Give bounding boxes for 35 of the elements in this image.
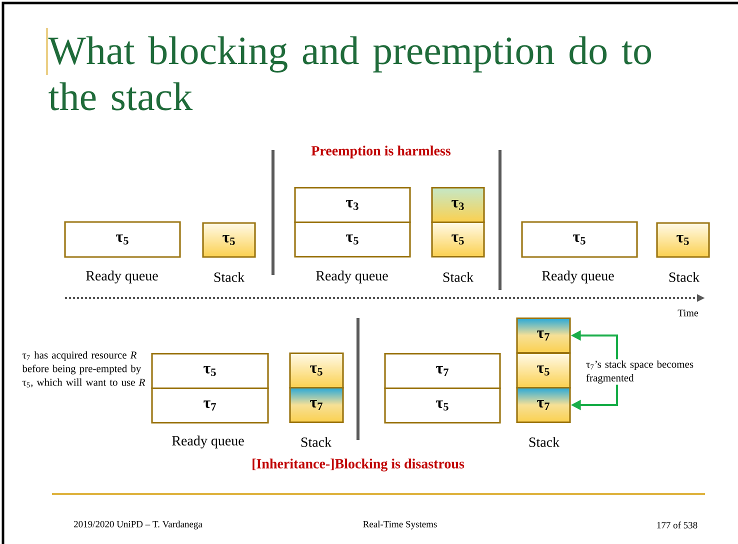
stack-frame: τ$_{5}$ bbox=[202, 222, 256, 258]
queue-slot: τ$_{5}$ bbox=[151, 352, 269, 390]
queue-slot: τ$_{5}$ bbox=[521, 221, 638, 258]
section-heading: Preemption is harmless bbox=[311, 146, 451, 158]
queue-slot: τ$_{7}$ bbox=[151, 387, 269, 424]
note-text: τ$_{7}$ has acquired resource R before being pre-empted by τ$_{5}$, which will want to use R bbox=[22, 351, 146, 388]
stack-frame: τ$_{5}$ bbox=[516, 352, 571, 389]
caption-text: Ready queue bbox=[542, 270, 614, 284]
caption-text: Ready queue bbox=[86, 270, 158, 284]
caption-text: Stack bbox=[669, 272, 700, 282]
stack-frame: τ$_{7}$ bbox=[516, 317, 571, 354]
caption-text: Stack bbox=[301, 437, 332, 447]
caption-text: Ready queue bbox=[172, 436, 244, 448]
queue-slot: τ$_{5}$ bbox=[384, 387, 501, 424]
footer-text: Real-Time Systems bbox=[363, 520, 437, 530]
annotation-text: τ$_{7}$’s stack space becomes fragmented bbox=[586, 360, 694, 384]
stack-frame: τ$_{7}$ bbox=[516, 386, 571, 424]
title: What blocking and preemption do to the stack bbox=[48, 36, 652, 110]
axis-label: Time bbox=[678, 310, 698, 316]
caption-text: Ready queue bbox=[316, 270, 388, 284]
section-heading: [Inheritance-]Blocking is disastrous bbox=[252, 458, 464, 472]
queue-slot: τ$_{5}$ bbox=[64, 221, 181, 258]
caption-text: Stack bbox=[529, 437, 560, 447]
footer-text: 177 of 538 bbox=[657, 522, 698, 528]
queue-slot: τ$_{5}$ bbox=[294, 221, 411, 258]
queue-slot: τ$_{3}$ bbox=[294, 186, 411, 224]
queue-slot: τ$_{7}$ bbox=[384, 352, 501, 390]
stack-frame: τ$_{7}$ bbox=[289, 386, 344, 424]
caption-text: Stack bbox=[443, 272, 474, 282]
stack-frame: τ$_{5}$ bbox=[289, 352, 344, 389]
footer-text: 2019/2020 UniPD – T. Vardanega bbox=[74, 520, 202, 530]
stack-frame: τ$_{5}$ bbox=[656, 222, 710, 258]
caption-text: Stack bbox=[214, 272, 245, 282]
stack-frame: τ$_{5}$ bbox=[431, 221, 485, 258]
stack-frame: τ$_{3}$ bbox=[431, 186, 485, 224]
